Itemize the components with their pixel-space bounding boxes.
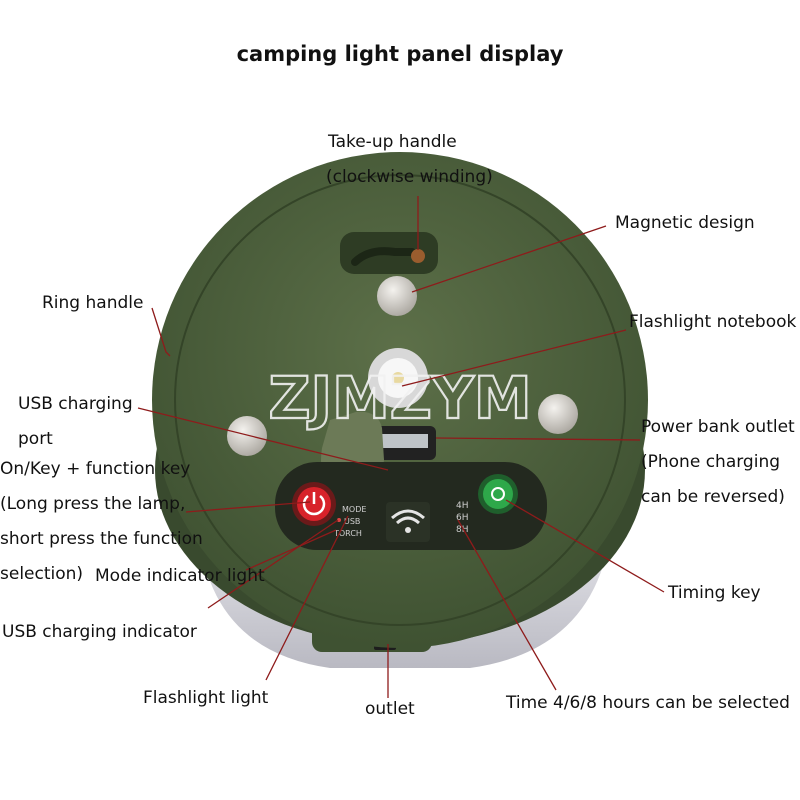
top-disc-inner-rim (174, 174, 626, 626)
torch-label: TORCH (333, 529, 362, 538)
label-usb-indicator: USB charging indicator (2, 622, 197, 642)
label-takeup-handle-note: (clockwise winding) (326, 167, 493, 187)
label-power-bank-note1: (Phone charging (641, 452, 781, 472)
label-timing-key: Timing key (668, 583, 761, 603)
timer-8h: 8H (456, 525, 469, 535)
label-power-bank-note2: can be reversed) (641, 487, 785, 507)
label-magnetic-design: Magnetic design (615, 213, 755, 233)
label-usb-charging-port: USB charging (18, 394, 133, 414)
diagram-title: camping light panel display (236, 42, 564, 66)
mode-label: MODE (342, 505, 366, 514)
label-flashlight-notebook: Flashlight notebook (629, 312, 797, 332)
timer-6h: 6H (456, 513, 469, 523)
label-flashlight-light: Flashlight light (143, 688, 269, 708)
label-power-bank: Power bank outlet (641, 417, 795, 437)
magnet-right (538, 394, 578, 434)
label-mode-indicator: Mode indicator light (95, 566, 265, 586)
label-outlet: outlet (365, 699, 415, 719)
watermark: ZJMZYM (268, 364, 531, 432)
sun-icon (491, 487, 505, 501)
wifi-icon (391, 509, 425, 520)
label-time-select: Time 4/6/8 hours can be selected (506, 693, 790, 713)
usb-label: USB (344, 517, 360, 526)
takeup-handle (340, 232, 438, 274)
control-panel: MODE USB TORCH 4H 6H 8H (275, 462, 547, 550)
label-on-key-note1: (Long press the lamp, (0, 494, 186, 514)
timer-4h: 4H (456, 501, 469, 511)
label-ring-handle: Ring handle (42, 293, 144, 313)
leader-lines (137, 196, 665, 698)
label-on-key: On/Key + function key (0, 459, 191, 479)
flashlight (368, 348, 428, 408)
power-icon (302, 495, 326, 516)
label-on-key-note3: selection) (0, 564, 84, 584)
usb-a-inner (376, 434, 428, 448)
magnet-top (377, 276, 417, 316)
magnet-left (227, 416, 267, 456)
timing-button[interactable] (483, 479, 513, 509)
label-usb-charging-port-2: port (18, 429, 53, 449)
usb-indicator-dot (337, 518, 341, 522)
label-takeup-handle: Take-up handle (328, 132, 457, 152)
label-on-key-note2: short press the function (0, 529, 203, 549)
